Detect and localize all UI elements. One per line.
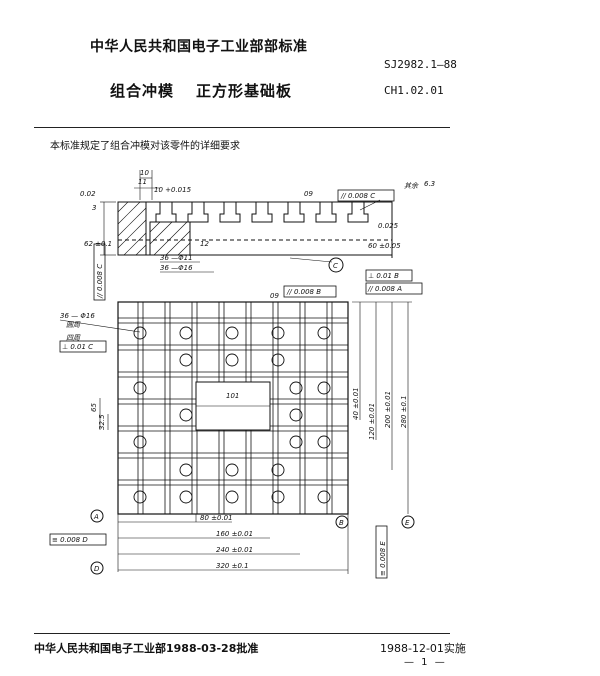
footer-rule <box>34 633 450 634</box>
datum-a: A <box>93 513 99 521</box>
dim-v280: 280 ±0.1 <box>400 395 408 428</box>
parallel-frame-right: // 0.008 A <box>367 285 402 293</box>
perp-frame-left: ⊥ 0.01 C <box>62 343 93 351</box>
dim-3: 3 <box>92 204 96 212</box>
plan-grid <box>118 302 348 514</box>
datum-d: D <box>94 565 100 573</box>
dim-160: 160 ±0.01 <box>216 530 253 538</box>
hole-note: 36 — Φ16 <box>60 312 95 320</box>
datum-e: E <box>405 519 410 527</box>
symmetry-frame-left: ≡ 0.008 D <box>52 536 88 544</box>
dim-v40: 40 ±0.01 <box>352 387 360 420</box>
dim-36-11: 36 —Φ11 <box>160 254 193 262</box>
parallel-frame-top: // 0.008 B <box>286 288 321 296</box>
document-title: 组合冲模 正方形基础板 <box>110 80 292 101</box>
symmetry-frame-right: ≡ 0.008 E <box>379 541 387 576</box>
four-side-note: 四周 <box>66 334 81 342</box>
dim-80: 80 ±0.01 <box>200 514 233 522</box>
dim-11: 11 <box>138 178 147 186</box>
flatness-frame-top: // 0.008 C <box>340 192 375 200</box>
dim-320: 320 ±0.1 <box>216 562 249 570</box>
ref-09-plan: 09 <box>270 292 279 300</box>
section-view-outline <box>117 201 393 256</box>
page-number: — 1 — <box>404 657 447 668</box>
title-sub: 正方形基础板 <box>196 82 293 100</box>
title-main: 组合冲模 <box>110 82 175 100</box>
dim-0025: 0.025 <box>378 222 399 230</box>
effective-date: 1988-12-01实施 <box>380 642 466 655</box>
dim-10-tol: 10 +0.015 <box>154 186 192 194</box>
dim-65: 65 <box>90 403 98 412</box>
flatness-frame-left: // 0.008 C <box>96 264 104 299</box>
center-box-dim: 101 <box>226 392 239 400</box>
datum-b: B <box>339 519 344 527</box>
dim-002: 0.02 <box>80 190 96 198</box>
circle-c-label: C <box>333 262 338 270</box>
dim-10: 10 <box>140 169 149 177</box>
hole-note-circle: 圆周 <box>66 321 81 329</box>
ref-09-section: 09 <box>304 190 313 198</box>
ministry-title: 中华人民共和国电子工业部部标准 <box>90 39 308 55</box>
plan-holes <box>133 326 331 504</box>
header-rule <box>34 127 450 128</box>
roughness-note: 其余 <box>404 182 419 190</box>
dim-v120: 120 ±0.01 <box>368 403 376 440</box>
dim-60: 60 ±0.05 <box>368 242 401 250</box>
dim-12: 12 <box>200 240 209 248</box>
t-slots <box>155 202 369 223</box>
approval-note: 中华人民共和国电子工业部1988-03-28批准 <box>34 642 259 655</box>
dim-36-16: 36 —Φ16 <box>160 264 193 272</box>
dim-32-5: 32.5 <box>98 414 106 430</box>
perp-frame-right: ⊥ 0.01 B <box>368 272 399 280</box>
part-code: CH1.02.01 <box>384 84 444 97</box>
plan-outline <box>117 301 349 515</box>
roughness-value: 6.3 <box>424 180 435 188</box>
dim-v200: 200 ±0.01 <box>384 391 392 428</box>
standard-number: SJ2982.1—88 <box>384 58 457 71</box>
dim-240: 240 ±0.01 <box>216 546 253 554</box>
scope-statement: 本标准规定了组合冲模对该零件的详细要求 <box>50 141 240 152</box>
